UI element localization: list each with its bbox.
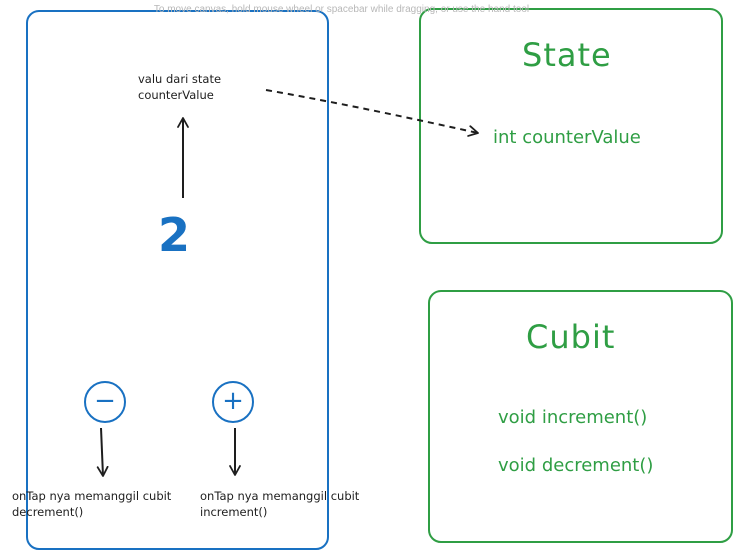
decrement-down-arrow bbox=[96, 427, 109, 477]
increment-note-line: increment() bbox=[200, 505, 268, 519]
decrement-note-line: decrement() bbox=[12, 505, 84, 519]
cubit-method-decrement: void decrement() bbox=[498, 455, 654, 476]
increment-note-line: onTap nya memanggil cubit bbox=[200, 489, 360, 503]
plus-icon[interactable]: + bbox=[222, 386, 244, 416]
state-note: valu dari state counterValue bbox=[138, 71, 221, 103]
state-note-line: valu dari state bbox=[138, 72, 222, 86]
increment-note: onTap nya memanggil cubit increment() bbox=[200, 488, 359, 520]
state-box[interactable] bbox=[419, 8, 723, 244]
increment-button-circle[interactable] bbox=[212, 381, 254, 423]
decrement-note-line: onTap nya memanggil cubit bbox=[12, 489, 172, 503]
phone-frame[interactable] bbox=[26, 10, 329, 550]
state-title: State bbox=[522, 36, 612, 74]
state-field: int counterValue bbox=[493, 127, 641, 148]
state-note-line: counterValue bbox=[138, 88, 214, 102]
decrement-note: onTap nya memanggil cubit decrement() bbox=[12, 488, 171, 520]
decrement-button-circle[interactable] bbox=[84, 381, 126, 423]
state-link-arrow bbox=[265, 89, 479, 137]
cubit-title: Cubit bbox=[526, 318, 616, 356]
counter-value: 2 bbox=[158, 208, 191, 262]
cubit-box[interactable] bbox=[428, 290, 733, 543]
minus-icon[interactable]: − bbox=[94, 386, 116, 416]
cubit-method-increment: void increment() bbox=[498, 407, 648, 428]
